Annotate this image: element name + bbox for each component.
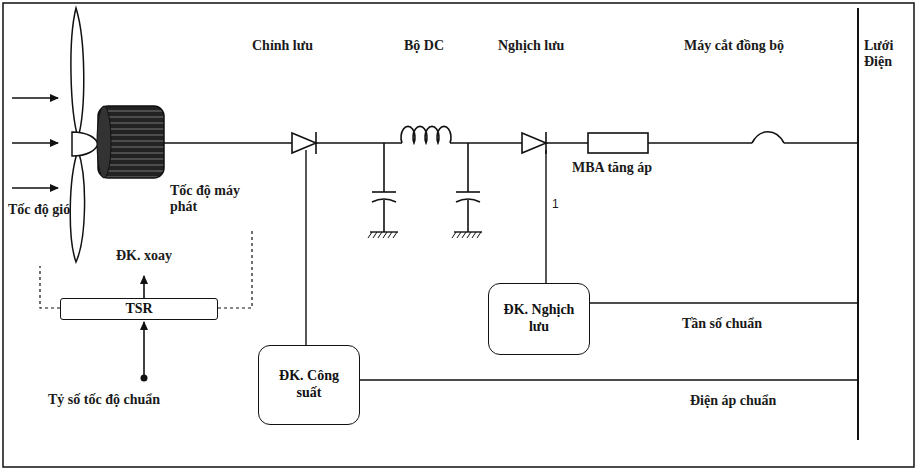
- node-text: ĐK. Nghịch lưu: [495, 302, 583, 336]
- controller-box: ĐK. Công suất: [258, 345, 360, 425]
- part-label: MBA tăng áp: [572, 160, 652, 176]
- part-label: Tốc độ gió: [8, 202, 70, 218]
- node-text: TSR: [125, 301, 152, 318]
- callout-number: 1: [552, 198, 559, 212]
- part-label: Nghịch lưu: [498, 38, 564, 54]
- part-label: Tốc độ máy phát: [170, 183, 250, 215]
- ratio-controller-box: TSR: [60, 298, 218, 320]
- part-label: Tần số chuẩn: [682, 316, 762, 332]
- part-label: Tỷ số tốc độ chuẩn: [48, 392, 160, 408]
- controller-box: ĐK. Nghịch lưu: [488, 283, 590, 355]
- node-text: ĐK. Công suất: [265, 368, 353, 402]
- part-label: Máy cắt đồng bộ: [684, 38, 784, 54]
- part-label: Lưới Điện: [864, 38, 912, 70]
- part-label: Chỉnh lưu: [252, 38, 313, 54]
- part-label: Bộ DC: [404, 38, 444, 54]
- part-label: ĐK. xoay: [116, 248, 172, 264]
- part-label: Điện áp chuẩn: [690, 393, 776, 409]
